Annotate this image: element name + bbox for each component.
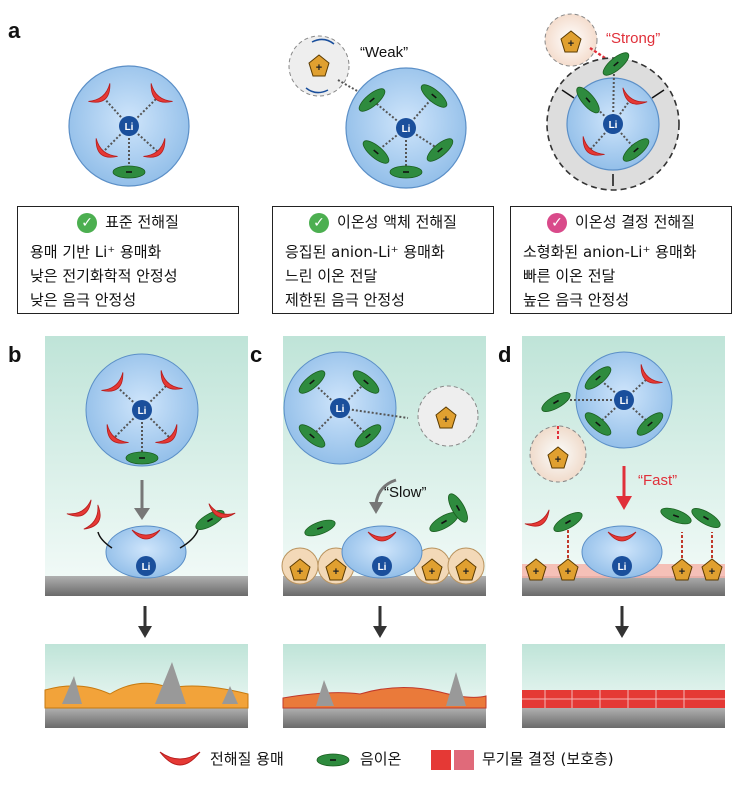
result-ionic-liquid [283,644,486,728]
legend-anion: 음이온 [360,748,401,769]
box-line: 높은 음극 안정성 [523,289,629,310]
box-line: 응집된 anion-Li⁺ 용매화 [285,241,445,262]
box-line: 낮은 음극 안정성 [30,289,136,310]
box-line: 제한된 음극 안정성 [285,289,405,310]
ionic-crystal-electrolyte-box: ✓이온성 결정 전해질 소형화된 anion-Li⁺ 용매화 빠른 이온 전달 … [510,206,732,314]
slow-label: “Slow” [384,484,427,501]
box-title: 이온성 결정 전해질 [575,213,695,231]
panel-label-a: a [8,18,20,44]
box-title: 이온성 액체 전해질 [337,213,457,231]
panel-b-scene [45,336,248,596]
result-ionic-crystal [522,644,725,728]
box-line: 낮은 전기화학적 안정성 [30,265,178,286]
check-icon: ✓ [77,213,97,233]
panel-d-scene [522,336,725,596]
box-line: 용매 기반 Li⁺ 용매화 [30,241,161,262]
fast-label: “Fast” [638,472,677,489]
result-standard [45,644,248,728]
strong-label: “Strong” [606,30,660,47]
legend-solvent: 전해질 용매 [210,748,284,769]
box-line: 소형화된 anion-Li⁺ 용매화 [523,241,697,262]
box-line: 빠른 이온 전달 [523,265,615,286]
legend-icons [160,750,474,770]
legend-crystal: 무기물 결정 (보호층) [482,748,614,769]
process-arrows [138,606,629,638]
weak-label: “Weak” [360,44,408,61]
ionic-liquid-electrolyte-box: ✓ 이온성 액체 전해질 응집된 anion-Li⁺ 용매화 느린 이온 전달 제… [272,206,494,314]
panel-c-scene [282,336,486,596]
panel-a-standard-sphere [69,66,189,186]
check-icon: ✓ [309,213,329,233]
standard-electrolyte-box: ✓ 표준 전해질 용매 기반 Li⁺ 용매화 낮은 전기화학적 안정성 낮은 음극… [17,206,239,314]
panel-label-b: b [8,342,21,368]
check-icon: ✓ [547,213,567,233]
box-title: 표준 전해질 [105,213,179,231]
box-line: 느린 이온 전달 [285,265,377,286]
panel-label-d: d [498,342,511,368]
panel-label-c: c [250,342,262,368]
